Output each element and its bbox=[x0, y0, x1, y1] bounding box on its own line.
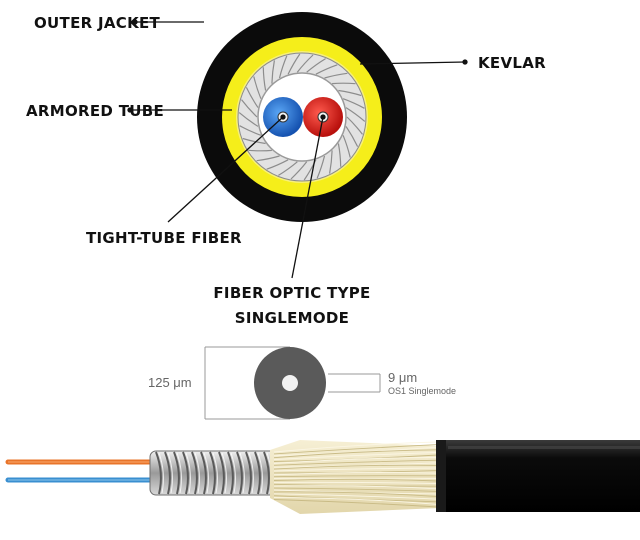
outer-jacket-label: OUTER JACKET bbox=[34, 14, 161, 32]
armor-coil bbox=[254, 451, 261, 495]
armor-coil-highlight bbox=[167, 452, 173, 494]
armor-spoke bbox=[253, 76, 262, 99]
armor-coil-highlight bbox=[257, 452, 263, 494]
armored-tube-spirals bbox=[238, 53, 366, 181]
yarn-strand bbox=[273, 451, 439, 461]
armor-coil bbox=[191, 451, 198, 495]
armor-spoke bbox=[266, 159, 289, 170]
armor-coil-highlight bbox=[185, 452, 191, 494]
fiber-optic-type-label: FIBER OPTIC TYPE bbox=[213, 284, 370, 302]
armor-spoke bbox=[316, 155, 326, 179]
armor-coil bbox=[173, 451, 180, 495]
armor-spoke bbox=[245, 87, 259, 108]
armor-coil-highlight bbox=[239, 452, 245, 494]
armor-spoke bbox=[345, 126, 359, 147]
armor-coil-highlight bbox=[203, 452, 209, 494]
cladding-dimension-label: 125 μm bbox=[148, 375, 192, 390]
cable-side-view bbox=[5, 440, 640, 514]
yarn-strand bbox=[273, 493, 439, 500]
armor-coil bbox=[236, 451, 243, 495]
kevlar-label: KEVLAR bbox=[478, 54, 546, 72]
armored-tube-spiral bbox=[149, 450, 281, 496]
yarn-strand bbox=[273, 497, 439, 505]
armor-spoke bbox=[332, 82, 356, 85]
yarn-strand bbox=[273, 467, 439, 472]
yarn-strand bbox=[273, 487, 439, 492]
core-dimension-label: 9 μm bbox=[388, 370, 417, 385]
yarn-strand bbox=[273, 459, 439, 466]
kevlar-yarn bbox=[270, 440, 440, 514]
yarn-strand bbox=[273, 449, 439, 459]
armor-coil-highlight bbox=[221, 452, 227, 494]
armor-spoke bbox=[346, 116, 363, 135]
fiber-strands bbox=[5, 459, 163, 483]
armor-spoke bbox=[287, 53, 301, 75]
armor-spoke bbox=[296, 54, 314, 73]
armor-coil bbox=[227, 451, 234, 495]
armor-spoke bbox=[256, 155, 280, 162]
armor-coil-highlight bbox=[158, 452, 164, 494]
yarn-strand bbox=[273, 491, 439, 498]
armor-coil-highlight bbox=[194, 452, 200, 494]
armor-spoke bbox=[338, 89, 362, 97]
armor-spoke bbox=[345, 107, 366, 122]
armor-spoke bbox=[342, 98, 365, 109]
yarn-strand bbox=[273, 457, 439, 464]
armor-spoke bbox=[324, 72, 348, 79]
armor-coil-highlight bbox=[230, 452, 236, 494]
singlemode-label: SINGLEMODE bbox=[235, 309, 349, 327]
core-circle bbox=[282, 375, 298, 391]
armor-spoke bbox=[337, 143, 342, 167]
yarn-strand bbox=[273, 475, 439, 478]
yarn-strand bbox=[273, 499, 439, 508]
armor-coil bbox=[263, 451, 270, 495]
armor-spoke bbox=[342, 135, 351, 158]
yarn-strand bbox=[273, 441, 439, 453]
armor-coil bbox=[218, 451, 225, 495]
armor-coil bbox=[155, 451, 162, 495]
armor-spoke bbox=[238, 112, 259, 127]
cable-cross-section bbox=[197, 12, 407, 222]
core-type-note: OS1 Singlemode bbox=[388, 386, 456, 396]
armor-coil bbox=[164, 451, 171, 495]
yarn-strand bbox=[273, 478, 439, 482]
yarn-strand bbox=[273, 464, 439, 470]
tight-tube-fiber-label: TIGHT-TUBE FIBER bbox=[86, 229, 242, 247]
kevlar-yarn-strands bbox=[273, 441, 439, 508]
yarn-strand bbox=[273, 444, 439, 455]
yarn-strand bbox=[273, 481, 439, 485]
armor-spoke bbox=[306, 58, 326, 73]
armor-coil-highlight bbox=[248, 452, 254, 494]
armor-coil bbox=[200, 451, 207, 495]
armor-coil bbox=[182, 451, 189, 495]
armor-spoke bbox=[271, 60, 275, 84]
armor-spoke bbox=[315, 64, 338, 75]
armor-spoke bbox=[242, 137, 266, 145]
armor-coil-highlight bbox=[176, 452, 182, 494]
yarn-strand bbox=[273, 485, 439, 490]
outer-jacket-side bbox=[436, 440, 640, 512]
fiber-dimension-figure: 125 μm 9 μm OS1 Singlemode bbox=[148, 346, 456, 420]
armor-spoke bbox=[262, 67, 267, 91]
armor-coil bbox=[209, 451, 216, 495]
armor-coil bbox=[245, 451, 252, 495]
armor-spoke bbox=[241, 99, 258, 118]
armor-spoke bbox=[290, 161, 308, 180]
armored-tube-label: ARMORED TUBE bbox=[26, 102, 164, 120]
armor-coil-highlight bbox=[212, 452, 218, 494]
armor-spoke bbox=[329, 150, 333, 174]
armor-spoke bbox=[278, 55, 288, 79]
core-dimension-bracket bbox=[328, 373, 381, 393]
armor-spoke bbox=[239, 125, 262, 136]
yarn-strand bbox=[273, 471, 439, 476]
armor-spoke bbox=[248, 149, 272, 152]
armor-spoke bbox=[278, 161, 298, 176]
leader-lines bbox=[127, 19, 468, 279]
cladding-dimension-bracket bbox=[204, 346, 290, 420]
